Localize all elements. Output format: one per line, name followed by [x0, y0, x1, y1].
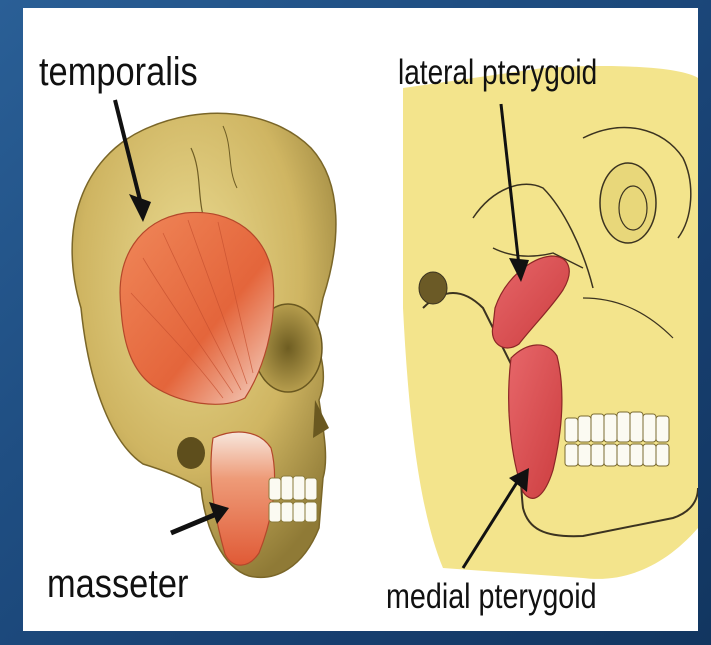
skull-illustration: [72, 113, 336, 577]
skull-teeth: [269, 476, 317, 522]
label-temporalis: temporalis: [39, 52, 198, 92]
jaw-lateral-view-illustration: [403, 66, 698, 579]
label-lateral-pterygoid: lateral pterygoid: [398, 55, 597, 90]
jaw-muscles-illustration: [23, 8, 698, 631]
label-masseter: masseter: [47, 564, 188, 604]
anatomy-image-panel: temporalis lateral pterygoid masseter me…: [23, 8, 698, 631]
jaw-teeth: [565, 412, 669, 466]
temporalis-muscle: [120, 212, 274, 404]
label-medial-pterygoid: medial pterygoid: [386, 579, 597, 614]
